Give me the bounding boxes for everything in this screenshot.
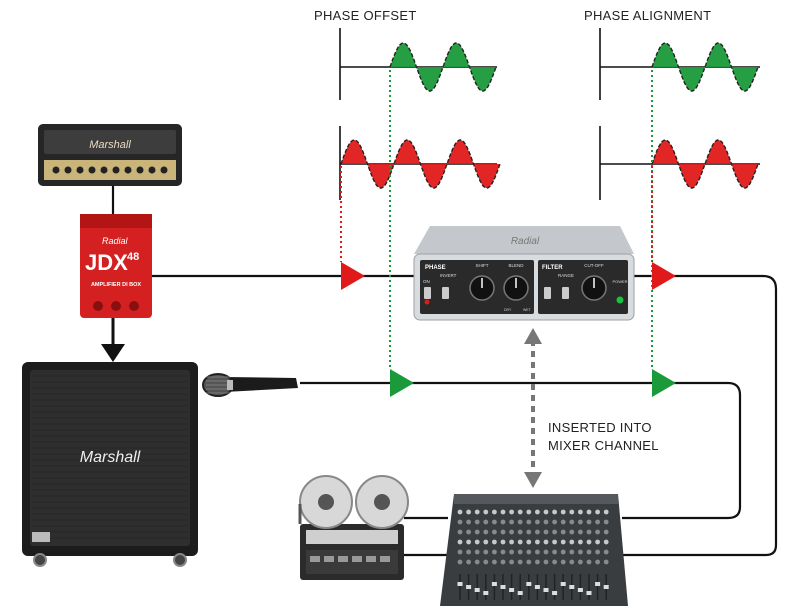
speaker-cabinet: Marshall bbox=[22, 362, 198, 567]
phase-offset-title: PHASE OFFSET bbox=[314, 8, 417, 23]
red-marker-left bbox=[341, 262, 365, 290]
phaser-shift-label: SHIFT bbox=[476, 263, 489, 268]
phaser-invert-switch[interactable] bbox=[442, 287, 449, 299]
di-box: Radial JDX 48 AMPLIFIER DI BOX bbox=[80, 214, 152, 318]
green-marker-right bbox=[652, 369, 676, 397]
phaser-dry-label: DRY bbox=[504, 308, 512, 312]
di-brand: Radial bbox=[102, 236, 129, 246]
phaser-on-switch[interactable] bbox=[424, 287, 431, 299]
power-led bbox=[616, 296, 624, 304]
phaser-power-label: POWER bbox=[612, 279, 627, 284]
mic-to-mixer-line bbox=[300, 381, 742, 520]
amp-head: Marshall bbox=[38, 124, 182, 186]
phaser-wet-label: WET bbox=[523, 308, 532, 312]
phase-alignment-title: PHASE ALIGNMENT bbox=[584, 8, 712, 23]
phaser-blend-label: BLEND bbox=[508, 263, 524, 268]
phase-alignment-green-wave bbox=[651, 42, 759, 92]
inserted-label-line2: MIXER CHANNEL bbox=[548, 438, 659, 453]
phase-offset-group bbox=[339, 28, 501, 370]
phase-led bbox=[424, 299, 430, 305]
tape-machine bbox=[298, 475, 409, 580]
phase-offset-green-wave bbox=[389, 42, 497, 92]
phaser-brand: Radial bbox=[511, 236, 540, 247]
phaser-on-label: ON bbox=[423, 279, 430, 284]
di-model-number: 48 bbox=[127, 251, 139, 263]
phaser-cutoff-label: CUT-OFF bbox=[584, 263, 604, 268]
green-marker-left bbox=[390, 369, 414, 397]
cabinet-logo: Marshall bbox=[80, 449, 141, 466]
phaser-range-label: RANGE bbox=[558, 273, 574, 278]
microphone bbox=[202, 373, 298, 397]
di-model: JDX bbox=[85, 250, 128, 275]
phaser-to-mixer-line bbox=[622, 274, 778, 557]
phaser-invert-label: INVERT bbox=[440, 273, 457, 278]
up-arrowhead-icon bbox=[524, 328, 542, 344]
down-arrowhead-icon bbox=[524, 472, 542, 488]
phase-alignment-red-wave bbox=[651, 139, 759, 189]
range-switch[interactable] bbox=[562, 287, 569, 299]
filter-on-switch[interactable] bbox=[544, 287, 551, 299]
insert-arrow bbox=[524, 328, 542, 488]
phase-offset-red-wave bbox=[340, 139, 501, 189]
inserted-label-line1: INSERTED INTO bbox=[548, 420, 652, 435]
phaser-unit: Radial PHASE INVERT SHIFT BLEND DRY WET … bbox=[413, 226, 635, 321]
amp-head-logo: Marshall bbox=[89, 139, 131, 151]
red-marker-right bbox=[652, 262, 676, 290]
phase-alignment-group bbox=[599, 28, 760, 370]
phaser-phase-label: PHASE bbox=[425, 265, 446, 271]
phaser-filter-label: FILTER bbox=[542, 265, 563, 271]
signal-lines bbox=[111, 186, 778, 557]
di-caption: AMPLIFIER DI BOX bbox=[91, 282, 141, 288]
down-arrow-icon bbox=[101, 344, 125, 362]
mixing-console bbox=[440, 494, 628, 606]
